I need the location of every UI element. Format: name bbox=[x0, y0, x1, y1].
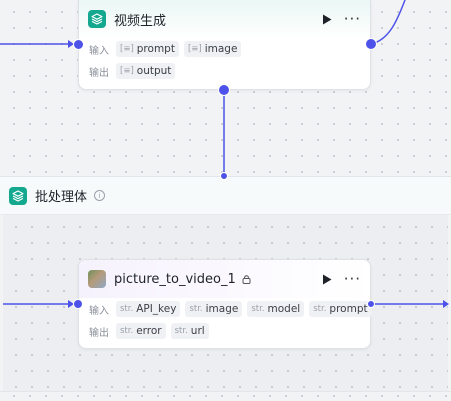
output-name: url bbox=[190, 325, 205, 337]
batch-header[interactable]: 批处理体 i bbox=[0, 177, 451, 215]
type-label: str. bbox=[120, 326, 134, 336]
lock-icon bbox=[242, 274, 252, 284]
output-tag-output[interactable]: [≡]output bbox=[116, 63, 176, 79]
batch-top-port[interactable] bbox=[220, 172, 228, 180]
play-icon[interactable] bbox=[320, 272, 334, 286]
type-label: str. bbox=[174, 326, 188, 336]
video-node-outputs: 输出 [≡]output bbox=[79, 60, 370, 82]
input-name: model bbox=[267, 303, 301, 315]
plugin-node-output-port[interactable] bbox=[367, 300, 375, 308]
type-label: str. bbox=[251, 304, 265, 314]
type-label: str. bbox=[120, 304, 134, 314]
output-name: error bbox=[136, 325, 162, 337]
info-icon[interactable]: i bbox=[94, 190, 106, 201]
layers-icon bbox=[9, 186, 27, 205]
plugin-node-title: picture_to_video_1 bbox=[114, 271, 236, 287]
picture-to-video-node[interactable]: picture_to_video_1 ··· 输入 str.API_key st… bbox=[78, 259, 372, 349]
input-name: prompt bbox=[136, 43, 175, 55]
output-name: output bbox=[136, 65, 172, 77]
plugin-node-header[interactable]: picture_to_video_1 ··· bbox=[79, 260, 370, 298]
video-node-inputs: 输入 [≡]prompt [≡]image bbox=[79, 38, 370, 60]
input-tag-api-key[interactable]: str.API_key bbox=[116, 301, 181, 317]
edge-from-video-node-out[interactable] bbox=[370, 0, 406, 45]
video-node-output-port[interactable] bbox=[365, 38, 377, 50]
output-label: 输出 bbox=[89, 327, 109, 339]
video-node-header[interactable]: 视频生成 ··· bbox=[79, 0, 370, 38]
play-icon[interactable] bbox=[320, 12, 334, 26]
thumbnail-icon bbox=[88, 270, 106, 288]
video-node-bottom-port[interactable] bbox=[218, 84, 230, 96]
type-label: str. bbox=[313, 304, 327, 314]
array-icon: [≡] bbox=[187, 44, 202, 54]
more-icon[interactable]: ··· bbox=[343, 269, 361, 288]
array-icon: [≡] bbox=[120, 44, 134, 54]
input-name: API_key bbox=[136, 303, 177, 315]
plugin-node-inputs: 输入 str.API_key str.image str.model str.p… bbox=[79, 298, 372, 320]
layers-icon bbox=[88, 10, 106, 28]
input-tag-prompt[interactable]: str.prompt bbox=[309, 301, 372, 317]
input-tag-image[interactable]: [≡]image bbox=[183, 41, 242, 57]
input-tag-model[interactable]: str.model bbox=[247, 301, 305, 317]
output-label: 输出 bbox=[89, 67, 109, 79]
input-label: 输入 bbox=[89, 45, 109, 57]
plugin-node-outputs: 输出 str.error str.url bbox=[79, 320, 370, 342]
type-label: str. bbox=[189, 304, 203, 314]
input-label: 输入 bbox=[89, 305, 109, 317]
input-name: image bbox=[205, 303, 239, 315]
batch-title: 批处理体 bbox=[35, 190, 88, 205]
video-generation-node[interactable]: 视频生成 ··· 输入 [≡]prompt [≡]image 输出 [≡]out… bbox=[78, 0, 371, 90]
plugin-node-input-port[interactable] bbox=[73, 299, 83, 309]
input-tag-prompt[interactable]: [≡]prompt bbox=[116, 41, 179, 57]
input-tag-image[interactable]: str.image bbox=[185, 301, 243, 317]
input-name: image bbox=[204, 43, 238, 55]
output-tag-url[interactable]: str.url bbox=[170, 323, 209, 339]
output-tag-error[interactable]: str.error bbox=[116, 323, 166, 339]
more-icon[interactable]: ··· bbox=[343, 9, 361, 28]
input-name: prompt bbox=[329, 303, 368, 315]
array-icon: [≡] bbox=[120, 66, 134, 76]
video-node-title: 视频生成 bbox=[114, 13, 167, 29]
video-node-input-port[interactable] bbox=[73, 39, 84, 50]
